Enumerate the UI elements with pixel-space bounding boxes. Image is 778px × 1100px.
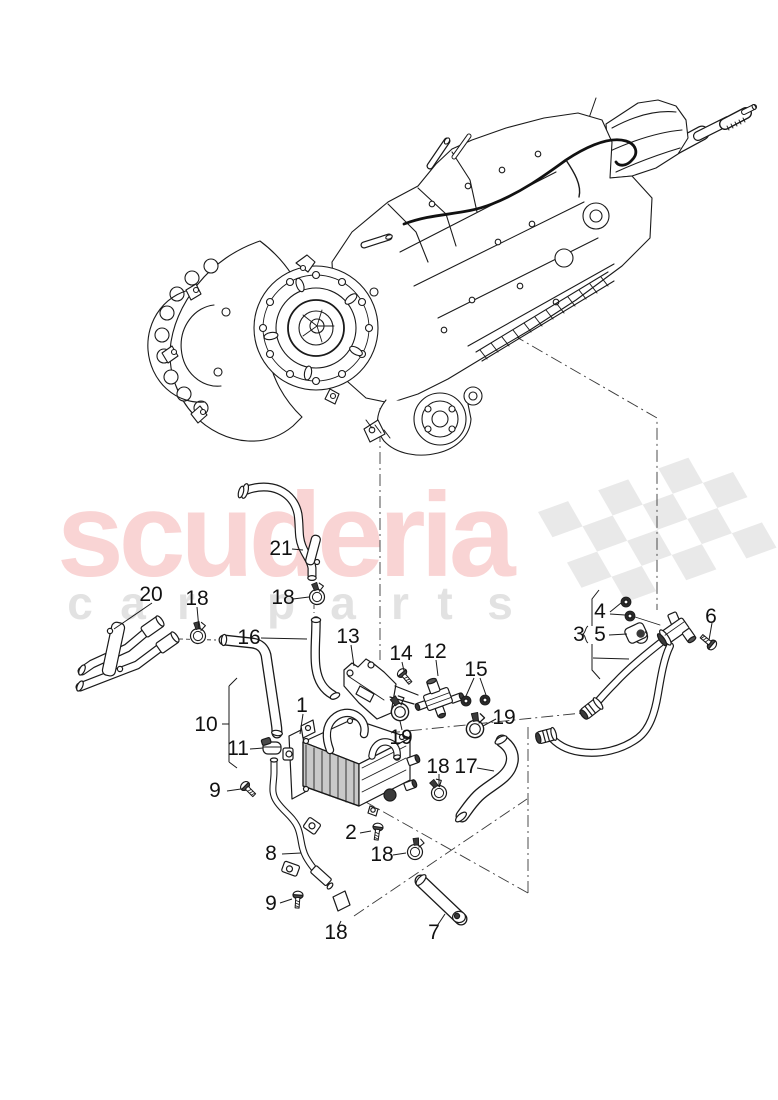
bolt-bosses: [428, 150, 560, 334]
flag-cell: [658, 457, 703, 494]
part-17-hose: [454, 734, 519, 823]
watermark-brand-text: scuderia: [57, 468, 517, 602]
callout-15: 15: [464, 658, 487, 681]
flag-cell: [611, 565, 657, 603]
part-4-rings: [620, 596, 636, 622]
part-13-bracket: [343, 658, 419, 720]
part-16-hose: [310, 616, 341, 700]
callout-16: 16: [237, 626, 260, 649]
callout-1: 1: [296, 694, 308, 717]
flag-cell: [642, 493, 688, 530]
watermark-letter: a: [330, 577, 356, 629]
flag-cell: [687, 508, 732, 545]
part-11-clamp: [260, 737, 282, 755]
watermark-letter: a: [120, 577, 146, 629]
callout-12: 12: [423, 640, 446, 663]
part-18-clamp: [404, 835, 428, 863]
part-3-pipe-assembly: [535, 611, 697, 757]
callout-5: 5: [594, 623, 606, 646]
clutch-flange: [253, 254, 379, 405]
flag-cell: [731, 522, 777, 559]
dashdot-axes: [353, 323, 658, 917]
part-5-clip: [624, 622, 649, 644]
part-1-oil-cooler: [282, 708, 421, 817]
watermark-letter: t: [437, 577, 452, 629]
callout-13: 13: [336, 625, 359, 648]
part-9-screw: [291, 890, 304, 909]
flag-cell: [567, 551, 612, 588]
transmission-illustration: [147, 97, 757, 456]
callout-18: 18: [324, 921, 347, 944]
watermark-letter: s: [487, 577, 513, 629]
part-19-clamp: [387, 693, 411, 723]
part-21-pipe: [237, 482, 321, 581]
part-18-clamp: [427, 776, 449, 803]
callout-14: 14: [389, 642, 413, 665]
wiring-harness: [402, 138, 638, 226]
callout-21: 21: [269, 537, 292, 560]
part-18-sleeve: [332, 890, 351, 912]
part-9-screw: [238, 779, 259, 800]
callout-9: 9: [209, 779, 221, 802]
callout-8: 8: [265, 842, 277, 865]
flag-cell: [671, 544, 717, 581]
front-output-flange: [413, 392, 467, 446]
watermark-letter: r: [391, 577, 409, 629]
callout-7: 7: [428, 921, 440, 944]
part-15-grommets: [460, 694, 491, 707]
part-2-screw: [370, 821, 385, 842]
callout-6: 6: [705, 605, 717, 628]
callout-19: 19: [389, 726, 412, 749]
callout-9: 9: [265, 892, 277, 915]
callout-20: 20: [139, 583, 162, 606]
part-20-twin-pipes: [75, 615, 180, 692]
checkered-flag-graphic: [538, 457, 777, 603]
parts-group: [75, 482, 720, 926]
callout-18: 18: [271, 586, 294, 609]
flag-cell: [598, 479, 643, 516]
part-10-hose: [218, 633, 283, 739]
callout-4: 4: [594, 600, 606, 623]
callout-19: 19: [492, 706, 515, 729]
watermark-letter: p: [267, 577, 295, 629]
flag-cell: [702, 471, 748, 509]
part-7-hose: [414, 874, 468, 926]
callout-18: 18: [426, 755, 449, 778]
flag-cell: [538, 501, 583, 538]
part-6-bolt: [697, 631, 720, 653]
watermark-letter: c: [67, 577, 93, 629]
callout-11: 11: [227, 737, 249, 760]
callout-2: 2: [345, 821, 357, 844]
part-12-valve: [414, 677, 465, 719]
watermark-letter: r: [177, 577, 195, 629]
callout-18: 18: [370, 843, 393, 866]
leader-lines: [113, 548, 713, 928]
callout-17: 17: [454, 755, 477, 778]
flag-cell: [627, 529, 672, 566]
callout-3: 3: [573, 623, 585, 646]
callout-18: 18: [185, 587, 208, 610]
flag-cell: [582, 515, 628, 552]
part-14-screw: [395, 666, 415, 687]
callout-10: 10: [194, 713, 217, 736]
part-8-pipe: [269, 757, 334, 890]
